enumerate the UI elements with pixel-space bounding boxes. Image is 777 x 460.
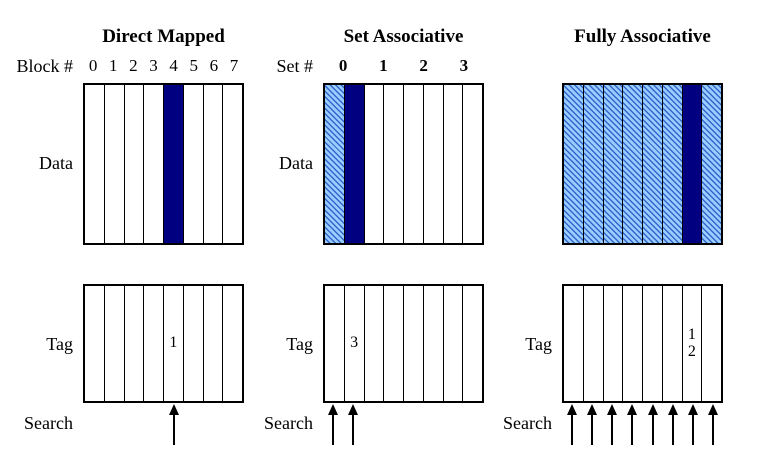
index-value: 1 bbox=[108, 56, 118, 75]
search-arrow-icon bbox=[586, 404, 598, 445]
index-value: 4 bbox=[169, 56, 178, 75]
data-cell-hatch bbox=[623, 85, 643, 243]
tag-cell bbox=[623, 286, 643, 401]
tag-cell: 3 bbox=[345, 286, 365, 401]
data-cell-white bbox=[85, 85, 105, 243]
search-arrows bbox=[562, 404, 723, 445]
data-cell-hatch bbox=[662, 85, 683, 243]
data-block bbox=[83, 83, 244, 245]
index-value: 1 bbox=[379, 56, 388, 75]
tag-cell bbox=[702, 286, 721, 401]
arrow-slot bbox=[562, 404, 582, 445]
data-cell-navy bbox=[164, 85, 184, 243]
data-cell-white bbox=[365, 85, 385, 243]
data-cell-white bbox=[404, 85, 424, 243]
tag-cell bbox=[384, 286, 404, 401]
search-arrow-icon bbox=[647, 404, 659, 445]
data-cell-navy bbox=[682, 85, 703, 243]
set-number-label: Set # bbox=[276, 56, 313, 76]
data-cell-hatch bbox=[325, 85, 345, 243]
data-label: Data bbox=[39, 153, 73, 173]
data-cell-white bbox=[444, 85, 464, 243]
index-value: 0 bbox=[338, 56, 348, 75]
tag-cell bbox=[85, 286, 105, 401]
data-block bbox=[562, 83, 723, 245]
panel-title: Fully Associative bbox=[574, 26, 711, 47]
search-label: Search bbox=[24, 413, 73, 433]
tag-block: 1 bbox=[83, 284, 244, 403]
arrow-slot bbox=[622, 404, 642, 445]
tag-block: 1 2 bbox=[562, 284, 723, 403]
set-number-row: 0 1 2 3 bbox=[323, 56, 484, 76]
panel-title: Set Associative bbox=[343, 26, 464, 47]
data-cell-hatch bbox=[643, 85, 663, 243]
tag-label: Tag bbox=[525, 334, 552, 354]
tag-cell bbox=[184, 286, 204, 401]
data-cell-white bbox=[144, 85, 164, 243]
index-value: 5 bbox=[189, 56, 198, 75]
search-label: Search bbox=[264, 413, 313, 433]
search-label: Search bbox=[503, 413, 552, 433]
tag-label: Tag bbox=[286, 334, 313, 354]
tag-cell bbox=[663, 286, 683, 401]
block-number-label: Block # bbox=[16, 56, 74, 76]
tag-cell bbox=[404, 286, 424, 401]
tag-cell bbox=[365, 286, 385, 401]
tag-cell bbox=[564, 286, 584, 401]
arrow-slot bbox=[643, 404, 663, 445]
index-value: 6 bbox=[209, 56, 219, 75]
data-cell-white bbox=[424, 85, 444, 243]
index-value: 3 bbox=[459, 56, 469, 75]
tag-cell bbox=[604, 286, 624, 401]
tag-cell bbox=[105, 286, 125, 401]
tag-cell bbox=[125, 286, 145, 401]
tag-cell bbox=[444, 286, 464, 401]
arrow-slot bbox=[703, 404, 723, 445]
data-label: Data bbox=[279, 153, 313, 173]
search-arrow-icon bbox=[606, 404, 618, 445]
tag-cell bbox=[643, 286, 663, 401]
search-arrow-icon bbox=[707, 404, 719, 445]
arrow-slot bbox=[663, 404, 683, 445]
data-cell-hatch bbox=[583, 85, 604, 243]
tag-cell bbox=[144, 286, 164, 401]
index-value: 0 bbox=[88, 56, 98, 75]
tag-cell: 1 bbox=[164, 286, 184, 401]
index-value: 2 bbox=[419, 56, 428, 75]
index-value: 3 bbox=[149, 56, 158, 75]
panel-title: Direct Mapped bbox=[102, 26, 225, 47]
data-cell-white bbox=[125, 85, 145, 243]
data-cell-white bbox=[204, 85, 224, 243]
data-cell-white bbox=[384, 85, 404, 243]
data-block bbox=[323, 83, 484, 245]
arrow-slot bbox=[683, 404, 703, 445]
tag-cell bbox=[584, 286, 604, 401]
data-cell-hatch bbox=[603, 85, 624, 243]
arrow-slot bbox=[602, 404, 622, 445]
search-arrow-icon bbox=[566, 404, 578, 445]
tag-label: Tag bbox=[46, 334, 73, 354]
data-cell-white bbox=[184, 85, 204, 243]
index-value: 2 bbox=[129, 56, 138, 75]
search-arrow-icon bbox=[626, 404, 638, 445]
index-row-empty bbox=[562, 56, 723, 76]
search-arrow-icon bbox=[687, 404, 699, 445]
tag-cell: 1 2 bbox=[683, 286, 703, 401]
index-value: 7 bbox=[229, 56, 239, 75]
tag-cell bbox=[424, 286, 444, 401]
tag-cell bbox=[325, 286, 345, 401]
tag-cell bbox=[204, 286, 224, 401]
data-cell-white bbox=[105, 85, 125, 243]
data-cell-hatch bbox=[702, 85, 721, 243]
search-arrow-icon bbox=[667, 404, 679, 445]
data-cell-navy bbox=[344, 85, 365, 243]
tag-block: 3 bbox=[323, 284, 484, 403]
data-cell-hatch bbox=[564, 85, 584, 243]
arrow-slot bbox=[582, 404, 602, 445]
